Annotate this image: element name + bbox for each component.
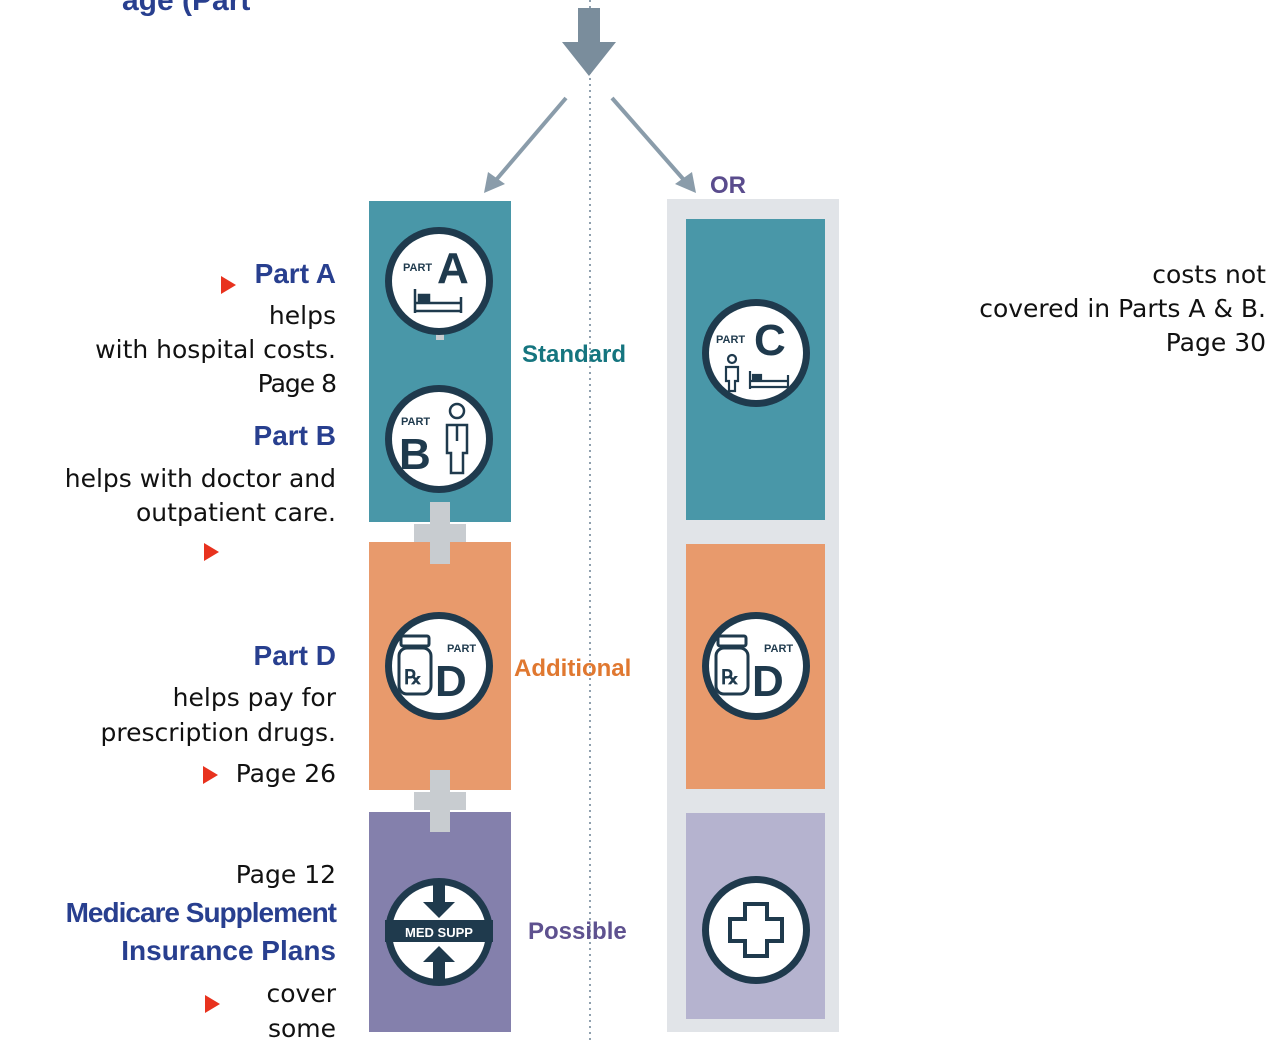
medical-cross-icon [698, 872, 814, 992]
medsupp-icon: MED SUPP [381, 874, 497, 994]
svg-text:℞: ℞ [721, 667, 739, 689]
svg-text:PART: PART [401, 416, 430, 428]
letter-d-label: D [435, 657, 467, 706]
pill-bottle-icon [714, 634, 750, 696]
red-pointer-icon [204, 543, 219, 561]
part-word-label: PART [403, 262, 432, 274]
svg-text:D: D [752, 657, 784, 706]
plus-connector-icon [414, 502, 466, 564]
or-label: OR [710, 172, 746, 199]
band-label-possible: Possible [528, 918, 627, 945]
red-pointer-icon [205, 995, 220, 1013]
down-arrow-icon [562, 8, 616, 76]
part-a-line2: with hospital costs. [95, 335, 336, 364]
part-b-icon: PART B [381, 381, 497, 501]
part-a-icon: PART A [381, 223, 497, 343]
doctor-and-bed-icon [724, 353, 790, 393]
red-pointer-icon [221, 276, 236, 294]
part-b-title: Part B [253, 420, 336, 451]
medsupp-label: MED SUPP [405, 925, 473, 940]
part-d-line1: helps pay for [172, 683, 336, 712]
doctor-icon [445, 402, 469, 475]
part-c-line2: covered in Parts A & B. [979, 294, 1266, 323]
part-a-page[interactable]: Page 8 [257, 369, 337, 398]
svg-text:℞: ℞ [404, 667, 422, 689]
part-b-line1: helps with doctor and [64, 464, 336, 493]
part-d-icon: ℞ PART D [381, 608, 497, 728]
medsupp-page[interactable]: Page 12 [235, 860, 336, 889]
part-a-title: Part A [254, 258, 336, 289]
letter-b-label: B [399, 430, 431, 479]
left-branch-arrow-icon [484, 96, 568, 193]
medsupp-line1: cover [266, 979, 337, 1008]
letter-a-label: A [437, 244, 469, 293]
converging-arrows-icon [423, 882, 455, 982]
bed-icon [413, 289, 463, 313]
part-d-icon: ℞ PART D [698, 608, 814, 728]
part-d-page[interactable]: Page 26 [235, 759, 336, 788]
medsupp-title-line2: Insurance Plans [121, 935, 336, 966]
header-fragment: age (Part [122, 0, 251, 17]
band-label-additional: Additional [514, 655, 632, 682]
band-label-standard: Standard [522, 341, 627, 368]
right-branch-arrow-icon [610, 96, 696, 193]
pill-bottle-icon [397, 634, 433, 696]
medsupp-title-line1: Medicare Supplement [65, 897, 337, 928]
svg-text:PART: PART [447, 643, 476, 655]
medsupp-line2: some [267, 1014, 336, 1043]
part-d-title: Part D [253, 640, 336, 671]
part-b-line2: outpatient care. [136, 498, 336, 527]
part-a-line1: helps [268, 301, 336, 330]
part-d-line2: prescription drugs. [100, 718, 336, 747]
part-c-page[interactable]: Page 30 [1165, 328, 1266, 357]
red-pointer-icon [203, 766, 218, 784]
part-c-line1: costs not [1152, 260, 1266, 289]
svg-text:PART: PART [716, 334, 745, 346]
svg-text:PART: PART [764, 643, 793, 655]
part-c-icon: PART C [698, 295, 814, 415]
letter-c-label: C [754, 316, 786, 365]
plus-connector-icon [414, 770, 466, 832]
